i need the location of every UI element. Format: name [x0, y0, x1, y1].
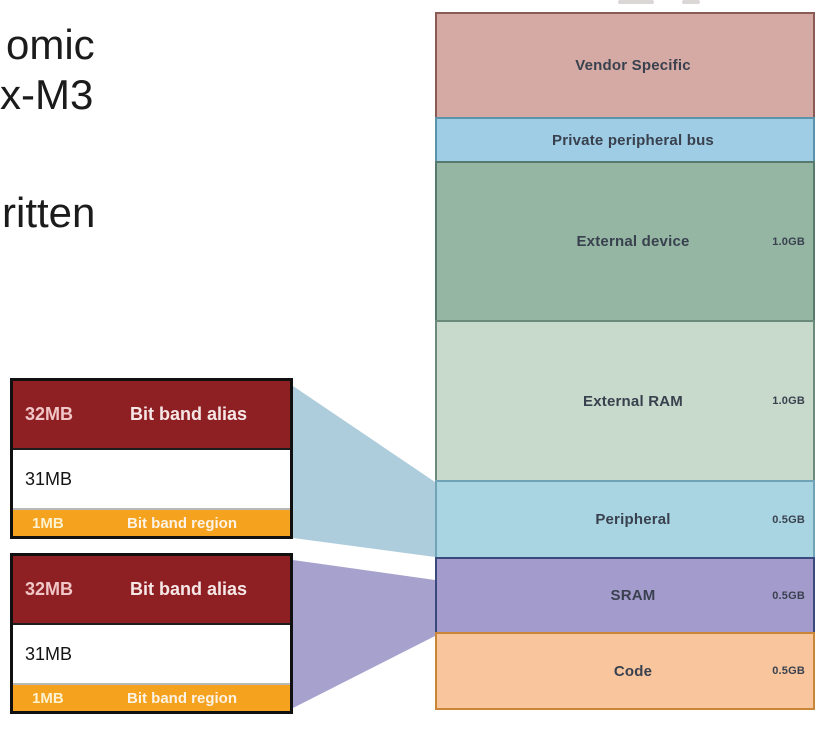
section-label: Code — [613, 662, 653, 680]
cropped-text-artifact — [618, 0, 654, 4]
bitband-free-size: 31MB — [25, 468, 73, 489]
section-label: Vendor Specific — [575, 57, 691, 74]
section-label: External device — [576, 233, 690, 250]
bitband-region-row: 1MB Bit band region — [13, 508, 290, 536]
section-label: Peripheral — [595, 511, 671, 528]
bitband-detail-box-peripheral: 32MB Bit band alias 31MB 1MB Bit band re… — [10, 378, 293, 539]
bitband-alias-size: 32MB — [25, 404, 74, 424]
section-size: 0.5GB — [772, 513, 805, 526]
bitband-region-size: 1MB — [32, 689, 64, 707]
section-size: 1.0GB — [772, 395, 805, 407]
bitband-alias-label: Bit band alias — [130, 579, 248, 599]
bitband-alias-row: 32MB Bit band alias — [13, 381, 290, 448]
memmap-section-external-device: External device 1.0GB — [435, 161, 815, 320]
truncated-text-line-2: x-M3 — [0, 71, 94, 118]
memmap-section-vendor-specific: Vendor Specific — [435, 12, 815, 117]
bitband-free-row: 31MB — [13, 448, 290, 508]
section-size: 1.0GB — [772, 235, 805, 248]
truncated-text-line-3: ritten — [2, 189, 96, 236]
section-size: 0.5GB — [772, 665, 805, 677]
memmap-section-code: Code 0.5GB — [435, 632, 815, 710]
memmap-section-private-peripheral-bus: Private peripheral bus — [435, 117, 815, 161]
memory-map: Vendor Specific Private peripheral bus E… — [435, 12, 815, 710]
section-label: External RAM — [583, 392, 683, 410]
section-label: Private peripheral bus — [552, 131, 714, 149]
bitband-detail-box-sram: 32MB Bit band alias 31MB 1MB Bit band re… — [10, 553, 293, 714]
peripheral-bitband-wedge — [293, 386, 435, 557]
bitband-alias-label: Bit band alias — [130, 404, 248, 424]
cropped-text-artifact — [682, 0, 700, 4]
bitband-alias-size: 32MB — [25, 579, 74, 599]
truncated-text-line-1: omic — [6, 21, 95, 68]
bitband-region-size: 1MB — [32, 514, 64, 532]
bitband-region-label: Bit band region — [127, 689, 237, 707]
bitband-free-size: 31MB — [25, 643, 73, 664]
sram-bitband-wedge — [293, 560, 435, 708]
bitband-free-row: 31MB — [13, 623, 290, 683]
section-label: SRAM — [610, 587, 656, 604]
bitband-region-row: 1MB Bit band region — [13, 683, 290, 711]
memmap-section-peripheral: Peripheral 0.5GB — [435, 480, 815, 557]
bitband-region-label: Bit band region — [127, 514, 237, 532]
memmap-section-external-ram: External RAM 1.0GB — [435, 320, 815, 480]
memmap-section-sram: SRAM 0.5GB — [435, 557, 815, 632]
bitband-alias-row: 32MB Bit band alias — [13, 556, 290, 623]
section-size: 0.5GB — [772, 589, 805, 602]
